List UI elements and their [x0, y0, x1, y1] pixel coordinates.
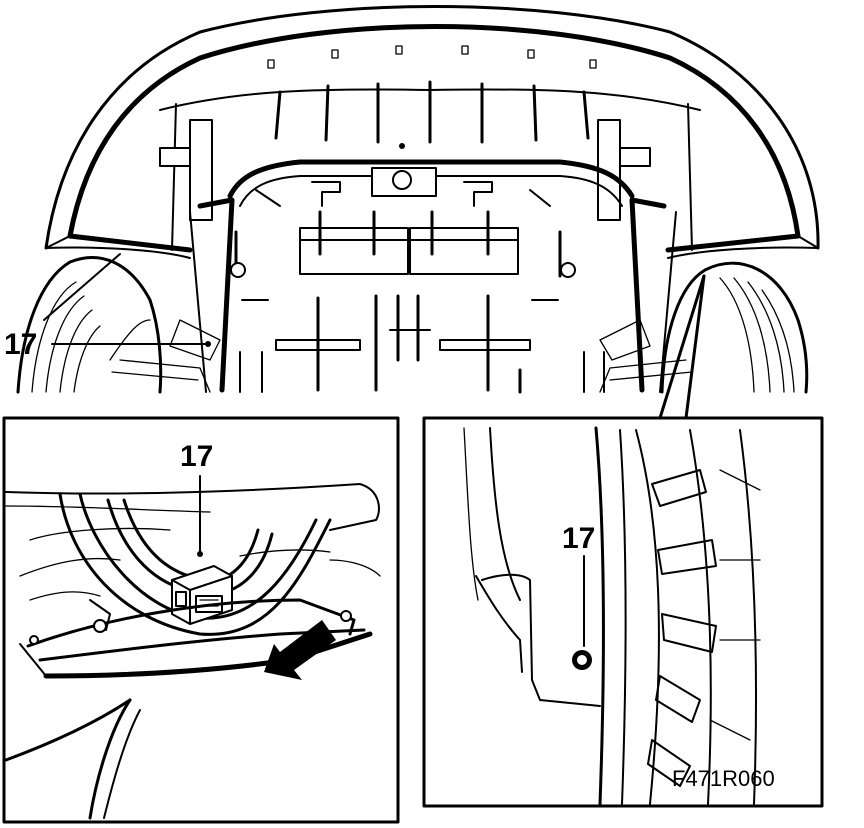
right-rear-tire	[660, 261, 809, 394]
suspension-parts	[111, 319, 693, 393]
callout-17-left-panel: 17	[180, 440, 214, 473]
bumper-lip-holes	[267, 45, 597, 69]
sensor-connector	[171, 551, 233, 625]
overview-leader-lines	[43, 253, 211, 347]
figure-code: F471R060	[672, 766, 775, 791]
detail-right-panel	[422, 416, 824, 808]
rear-bumper-cover	[44, 5, 820, 259]
bumper-ribs	[274, 80, 590, 144]
detail-left-panel	[2, 416, 400, 824]
callout-17-right-panel: 17	[562, 522, 596, 555]
magnifier-lines	[658, 274, 706, 420]
left-rear-tire	[16, 256, 163, 394]
direction-arrow	[264, 620, 336, 680]
underbody	[189, 143, 677, 394]
rear-overview	[16, 5, 820, 394]
callout-17-overview: 17	[4, 328, 38, 361]
fixing-screw-17	[572, 650, 592, 670]
